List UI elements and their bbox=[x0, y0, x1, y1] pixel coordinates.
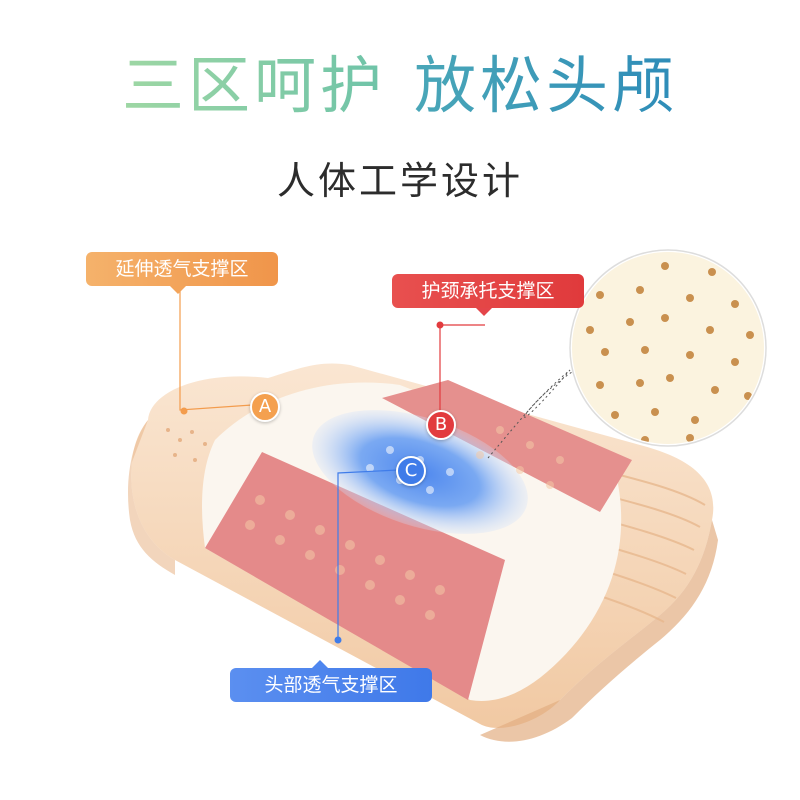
zone-c-tag: 头部透气支撑区 bbox=[230, 660, 432, 702]
headline: 三区呵护放松头颅 bbox=[0, 55, 800, 117]
zone-b-label: 护颈承托支撑区 bbox=[421, 280, 555, 302]
latex-pore-closeup bbox=[569, 249, 767, 447]
subheadline: 人体工学设计 bbox=[276, 159, 523, 203]
headline-part2: 放松头颅 bbox=[414, 49, 679, 122]
leader-a bbox=[179, 290, 253, 411]
marker-a: A bbox=[250, 392, 280, 422]
zone-a-label: 延伸透气支撑区 bbox=[115, 258, 249, 280]
marker-b: B bbox=[426, 410, 456, 440]
zone-b-tag: 护颈承托支撑区 bbox=[392, 274, 584, 316]
zone-c-label: 头部透气支撑区 bbox=[264, 674, 398, 696]
headline-part1: 三区呵护 bbox=[121, 49, 386, 122]
marker-c: C bbox=[396, 456, 426, 486]
front-pink-area bbox=[205, 452, 505, 700]
zone-a-tag: 延伸透气支撑区 bbox=[86, 252, 278, 294]
leader-c bbox=[337, 469, 399, 640]
